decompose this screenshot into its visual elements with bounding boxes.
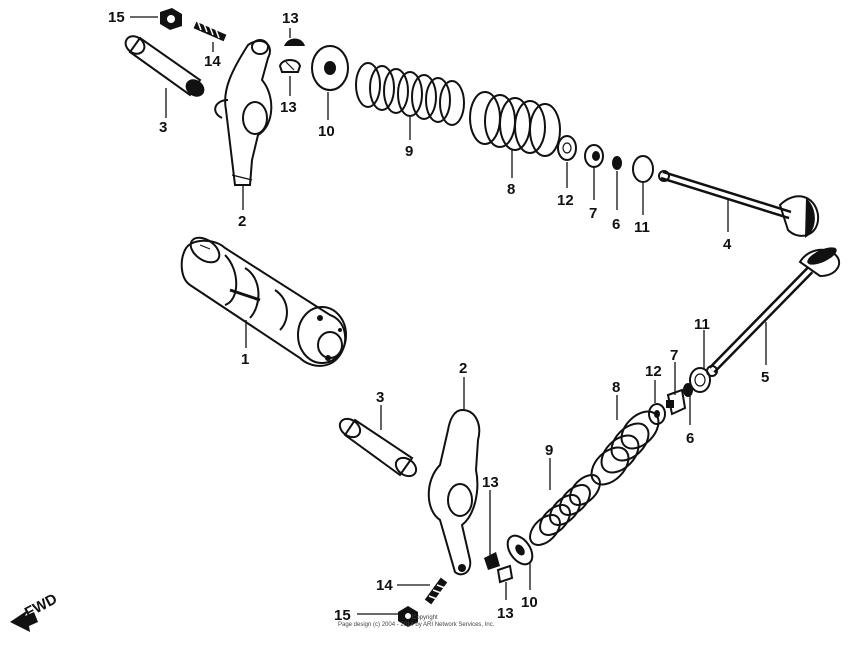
copyright-line-2: Page design (c) 2004 - 2014 by ARI Netwo…: [338, 622, 495, 628]
callout-3-top: 3: [159, 119, 167, 136]
valve-cotter-top-lower: [278, 59, 302, 73]
callout-11-top: 11: [634, 219, 650, 236]
inner-spring-top: [355, 62, 465, 126]
inner-spring-bottom: [529, 474, 601, 546]
callout-6-top: 6: [612, 216, 620, 233]
callout-5: 5: [761, 369, 769, 386]
callout-2-bottom: 2: [459, 360, 467, 377]
callout-7-bottom: 7: [670, 347, 678, 364]
callout-8-top: 8: [507, 181, 515, 198]
stem-seal-top: [584, 144, 604, 168]
callout-2-top: 2: [238, 213, 246, 230]
spring-seat-top: [557, 135, 577, 161]
callout-8-bottom: 8: [612, 379, 620, 396]
callout-14-bottom: 14: [376, 577, 393, 594]
leader-lines: [130, 16, 767, 615]
rocker-shaft-top: [124, 35, 205, 97]
forward-arrow-icon: FWD: [10, 590, 60, 632]
callout-13-bottom-b: 13: [497, 605, 514, 622]
valve-cotter-bottom-lower: [496, 564, 514, 584]
rocker-shaft-bottom: [338, 417, 418, 478]
adjusting-screw-top: [193, 21, 227, 42]
callout-4: 4: [723, 236, 732, 253]
callout-9-bottom: 9: [545, 442, 553, 459]
camshaft: [180, 236, 347, 367]
outer-spring-top: [469, 91, 561, 157]
rocker-arm-bottom: [427, 408, 481, 576]
callout-15-bottom: 15: [334, 607, 351, 624]
callout-10-top: 10: [318, 123, 335, 140]
fwd-label: FWD: [22, 590, 60, 621]
callout-7-top: 7: [589, 205, 597, 222]
rocker-arm-top: [214, 39, 273, 186]
adjusting-screw-bottom: [424, 577, 448, 605]
outer-spring-bottom: [590, 410, 660, 486]
o-ring-bottom: [689, 367, 711, 393]
callout-6-bottom: 6: [686, 430, 694, 447]
callout-3-bottom: 3: [376, 389, 384, 406]
spring-retainer-bottom: [506, 534, 534, 566]
valve-cotter-bottom-upper: [484, 552, 500, 570]
o-ring-top: [632, 155, 654, 183]
callout-14-top: 14: [204, 53, 221, 70]
stem-seal-bottom: [666, 388, 687, 416]
callout-13-top-a: 13: [282, 10, 299, 27]
nut-bottom: [398, 606, 418, 627]
clip-bottom: [683, 383, 693, 397]
callout-12-bottom: 12: [645, 363, 662, 380]
callout-11-bottom: 11: [694, 316, 710, 333]
callout-10-bottom: 10: [521, 594, 538, 611]
clip-top: [612, 156, 622, 170]
spring-retainer-top: [311, 45, 349, 91]
callout-1: 1: [241, 351, 249, 368]
intake-valve: [706, 247, 840, 377]
copyright-line-1: Copyright: [412, 615, 438, 621]
callout-9-top: 9: [405, 143, 413, 160]
callout-15-top: 15: [108, 9, 125, 26]
callout-labels: 15 14 13 13 3 2 10 9 8 12 7 6 11 4 1 5 1…: [108, 9, 769, 624]
callout-12-top: 12: [557, 192, 574, 209]
spring-seat-bottom: [648, 403, 666, 425]
exhaust-valve: [658, 170, 820, 238]
callout-13-top-b: 13: [280, 99, 297, 116]
valve-cotter-top-upper: [284, 38, 305, 46]
nut-top: [160, 8, 182, 30]
callout-13-bottom-a: 13: [482, 474, 499, 491]
